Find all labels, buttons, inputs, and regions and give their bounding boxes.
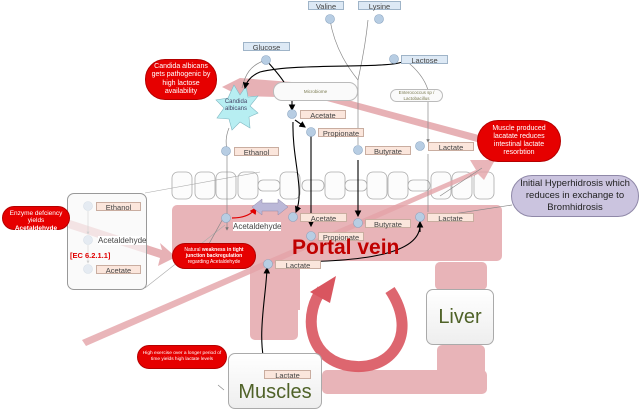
label-lactate-top: Lactate [428,142,474,152]
label-propionate-top: Propionate [318,128,364,138]
label-acetate-portal: Acetate [300,213,347,223]
label-lactate-muscles: Lactate [264,370,311,380]
label-lactose: Lactose [401,55,448,65]
inset-connector-top [144,171,261,194]
candida-star [215,84,259,131]
muscles-box: Muscles [228,353,322,409]
inset-label-acetaldehyde: Acetaldehyde [98,236,147,245]
enzyme-callout-bold: Acetaldehyde [14,224,58,232]
callout-muscle-lactate: Muscle produced lacatate reduces intesti… [477,120,561,162]
callout-tight-junction: Natural weakness in tight junction backr… [172,243,256,269]
label-propionate-portal: Propionate [318,232,364,242]
callout-hyperhidrosis: Initial Hyperhidrosis which reduces in e… [511,175,639,217]
pathway-arrows [242,59,424,377]
label-butyrate-portal: Butyrate [365,219,411,229]
label-glucose: Glucose [243,42,290,52]
inset-label-acetate: Acetate [96,265,141,275]
candida-albicans-label: Candida albicans [224,99,248,113]
tight-callout-prefix: Natural [184,247,202,253]
enterococcus-box: Enterococcus sp / Lactobacillus [390,89,443,102]
liver-label: Liver [438,305,482,328]
label-ethanol: Ethanol [234,147,279,157]
tight-junction-double-arrow [251,198,289,216]
callout-enzyme-deficiency: Enzyme defciency yields Acetaldehyde [2,206,70,232]
label-lysine: Lysine [358,1,401,11]
label-lactate-portal-left: Lactate [275,260,321,270]
muscles-label: Muscles [238,381,312,403]
inset-enzyme-code: [EC 6.2.1.1] [70,251,111,260]
portal-vein-title: Portal vein [292,236,400,259]
liver-cycle-arrow [305,286,408,372]
vessel-right-top [435,262,487,290]
inset-label-ethanol: Ethanol [96,202,141,212]
label-lactate-portal-right: Lactate [427,213,474,223]
liver-cycle-arrowhead [310,276,336,303]
label-butyrate-top: Butyrate [365,146,411,156]
vessel-bottom [322,370,487,394]
epithelium [171,171,495,200]
label-acetaldehyde-portal: Acetaldehyde [233,222,282,231]
arrow-exercise-to-muscle-callout [82,160,495,346]
liver-box: Liver [426,289,494,345]
label-valine: Valine [308,1,344,11]
callout-candida-pathogenic: Candida albicans gets pathogenic by high… [145,59,217,100]
tight-callout-bold: weakness in tight junction backregulatio… [185,247,244,259]
callout-high-exercise: High exercise over a longer period of ti… [137,345,227,369]
enzyme-callout-text: Enzyme defciency yields [9,210,63,225]
label-acetate-top: Acetate [300,110,346,120]
microbiome-box: Microbiome [273,82,358,101]
tight-callout-suffix: regarding Acetaldehyde [187,258,241,265]
